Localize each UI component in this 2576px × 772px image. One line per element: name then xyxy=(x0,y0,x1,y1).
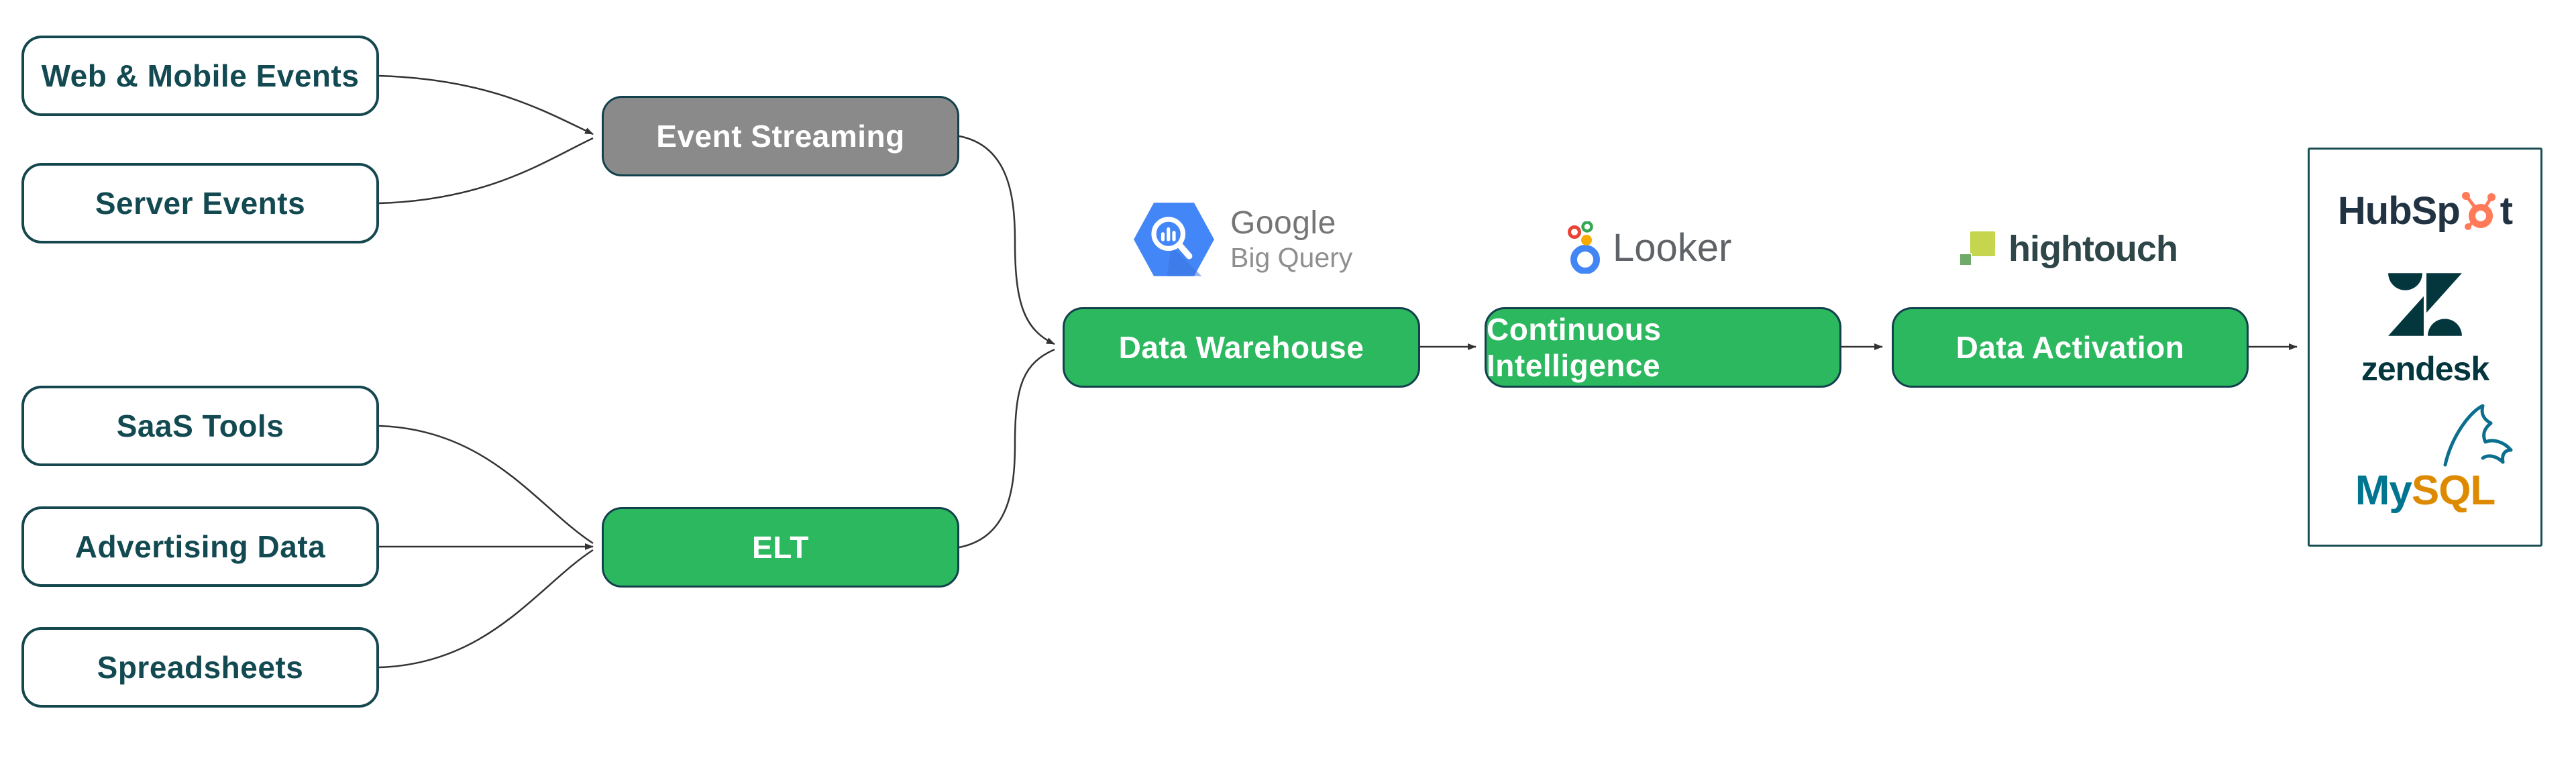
source-label: Server Events xyxy=(95,186,306,221)
source-label: Spreadsheets xyxy=(97,650,304,685)
node-data-warehouse: Data Warehouse xyxy=(1063,307,1420,388)
bigquery-logo-text-line2: Big Query xyxy=(1230,241,1353,273)
looker-logo-text: Looker xyxy=(1613,225,1732,270)
hubspot-sprocket-icon xyxy=(2461,191,2496,230)
source-label: SaaS Tools xyxy=(116,408,284,443)
node-data-activation: Data Activation xyxy=(1892,307,2249,388)
zendesk-icon xyxy=(2388,273,2462,336)
zendesk-logo: zendesk xyxy=(2310,269,2540,388)
looker-logo: Looker xyxy=(1567,221,1731,274)
mysql-logo-text-my: My xyxy=(2355,467,2412,514)
mysql-logo: MySQL xyxy=(2310,403,2540,514)
source-box-web-mobile-events: Web & Mobile Events xyxy=(21,36,379,116)
mysql-dolphin-icon xyxy=(2443,404,2513,467)
edge-web-mobile-to-event-streaming xyxy=(378,74,594,135)
node-elt: ELT xyxy=(602,507,959,588)
mysql-logo-text-sql: SQL xyxy=(2411,467,2496,514)
edge-elt-to-warehouse xyxy=(959,348,1055,549)
node-label: Data Warehouse xyxy=(1118,330,1364,365)
edge-saas-to-elt xyxy=(378,425,594,545)
node-label: Data Activation xyxy=(1955,330,2185,365)
google-bigquery-logo: Google Big Query xyxy=(1132,199,1352,280)
source-box-advertising-data: Advertising Data xyxy=(21,506,379,587)
destinations-panel: HubSp t zendesk xyxy=(2308,148,2542,547)
bigquery-logo-text-line1: Google xyxy=(1230,205,1336,241)
node-continuous-intelligence: Continuous Intelligence xyxy=(1485,307,1841,388)
node-event-streaming: Event Streaming xyxy=(602,96,959,176)
source-label: Advertising Data xyxy=(74,529,326,564)
node-label: Continuous Intelligence xyxy=(1487,312,1662,383)
bigquery-hexagon-icon xyxy=(1134,203,1214,276)
source-box-spreadsheets: Spreadsheets xyxy=(21,627,379,708)
source-label: Web & Mobile Events xyxy=(41,58,360,93)
mysql-logo-text: MySQL xyxy=(2310,467,2540,514)
hightouch-logo-text: hightouch xyxy=(2008,229,2178,269)
source-box-server-events: Server Events xyxy=(21,163,379,243)
hightouch-icon xyxy=(1959,231,1995,266)
edge-event-streaming-to-warehouse xyxy=(959,135,1055,345)
hightouch-logo: hightouch xyxy=(1959,228,2178,270)
hubspot-logo-text-suffix: t xyxy=(2500,189,2513,233)
edge-server-to-event-streaming xyxy=(378,137,594,205)
looker-icon xyxy=(1568,221,1600,274)
edge-spreadsheets-to-elt xyxy=(378,549,594,669)
node-label: Event Streaming xyxy=(656,119,905,154)
hubspot-logo: HubSp t xyxy=(2310,188,2540,233)
hubspot-logo-text-prefix: HubSp xyxy=(2337,189,2461,233)
source-box-saas-tools: SaaS Tools xyxy=(21,386,379,466)
node-label: ELT xyxy=(752,530,809,565)
zendesk-logo-text: zendesk xyxy=(2361,350,2489,388)
